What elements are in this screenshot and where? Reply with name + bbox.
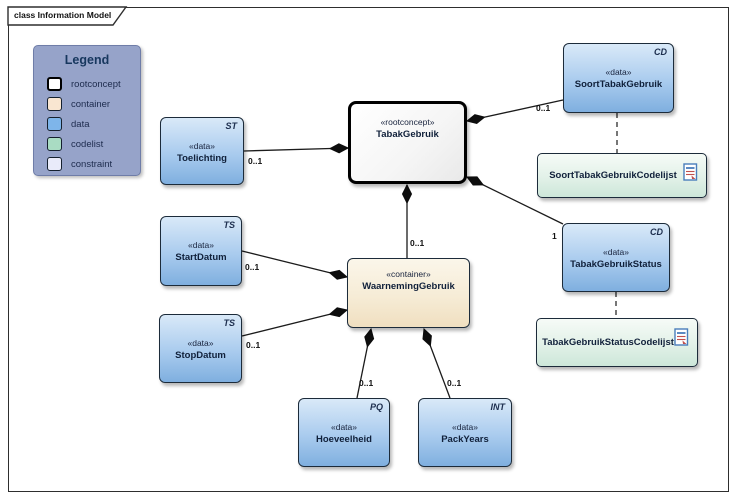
type-code: TS [223, 318, 235, 328]
stereotype: «data» [452, 422, 478, 432]
legend-label: rootconcept [71, 78, 121, 90]
multiplicity-label-packyears: 0..1 [447, 378, 462, 388]
multiplicity-label-soorttabakgebruik: 0..1 [536, 103, 551, 113]
stereotype: «data» [605, 67, 632, 77]
legend-title: Legend [64, 53, 110, 67]
node-name: SoortTabakGebruikCodelijst [549, 170, 677, 181]
legend-item-container: container [34, 94, 140, 114]
node-waarneminggebruik[interactable]: «container» WaarnemingGebruik [347, 258, 470, 328]
node-hoeveelheid[interactable]: PQ «data» Hoeveelheid [298, 398, 390, 467]
node-name: TabakGebruikStatusCodelijst [542, 337, 674, 348]
legend-swatch-codelist [47, 137, 62, 151]
node-startdatum[interactable]: TS «data» StartDatum [160, 216, 242, 286]
legend-item-constraint: constraint [34, 154, 140, 174]
multiplicity-label-toelichting: 0..1 [248, 156, 263, 166]
node-tabakgebruikstatus[interactable]: CD «data» TabakGebruikStatus [562, 223, 670, 292]
legend-swatch-rootconcept [47, 77, 62, 91]
type-code: CD [654, 47, 667, 57]
node-name: Toelichting [177, 153, 227, 164]
legend-item-rootconcept: rootconcept [34, 74, 140, 94]
node-name: Hoeveelheid [316, 434, 372, 445]
document-icon [674, 328, 689, 346]
legend-swatch-constraint [47, 157, 62, 171]
stereotype: «data» [187, 338, 214, 348]
node-name: SoortTabakGebruik [574, 79, 663, 90]
legend-item-codelist: codelist [34, 134, 140, 154]
legend-label: data [71, 118, 90, 130]
node-name: WaarnemingGebruik [362, 281, 455, 292]
type-code: CD [650, 227, 663, 237]
type-code: PQ [369, 402, 383, 412]
legend-swatch-container [47, 97, 62, 111]
diagram-frame [8, 7, 729, 492]
legend-label: container [71, 98, 111, 110]
stereotype: «data» [188, 240, 214, 250]
legend-label: constraint [71, 158, 113, 170]
legend-label: codelist [71, 138, 104, 150]
node-name: StartDatum [175, 252, 227, 263]
stereotype: «container» [386, 269, 431, 279]
stereotype: «rootconcept» [380, 117, 435, 127]
multiplicity-label-stopdatum: 0..1 [246, 340, 261, 350]
node-toelichting[interactable]: ST «data» Toelichting [160, 117, 244, 185]
legend-panel: Legend rootconcept container data codeli… [33, 45, 141, 176]
node-name: StopDatum [175, 350, 226, 361]
multiplicity-label-waarneminggebruik: 0..1 [410, 238, 425, 248]
legend-item-data: data [34, 114, 140, 134]
document-icon [683, 163, 698, 181]
type-code: INT [490, 402, 506, 412]
diagram-title: class Information Model [14, 10, 112, 20]
node-packyears[interactable]: INT «data» PackYears [418, 398, 512, 467]
multiplicity-label-startdatum: 0..1 [245, 262, 260, 272]
type-code: TS [223, 220, 235, 230]
stereotype: «data» [331, 422, 357, 432]
node-tabakgebruikstatuscodelijst[interactable]: TabakGebruikStatusCodelijst [536, 318, 698, 367]
node-soorttabakgebruikcodelijst[interactable]: SoortTabakGebruikCodelijst [537, 153, 707, 198]
node-tabakgebruik[interactable]: «rootconcept» TabakGebruik [348, 101, 467, 184]
stereotype: «data» [603, 247, 629, 257]
node-name: TabakGebruik [376, 129, 439, 140]
node-stopdatum[interactable]: TS «data» StopDatum [159, 314, 242, 383]
node-soorttabakgebruik[interactable]: CD «data» SoortTabakGebruik [563, 43, 674, 113]
stereotype: «data» [189, 141, 215, 151]
multiplicity-label-hoeveelheid: 0..1 [359, 378, 374, 388]
legend-swatch-data [47, 117, 62, 131]
node-name: TabakGebruikStatus [570, 259, 662, 270]
node-name: PackYears [441, 434, 489, 445]
type-code: ST [225, 121, 237, 131]
multiplicity-label-tabakgebruikstatus: 1 [552, 231, 557, 241]
